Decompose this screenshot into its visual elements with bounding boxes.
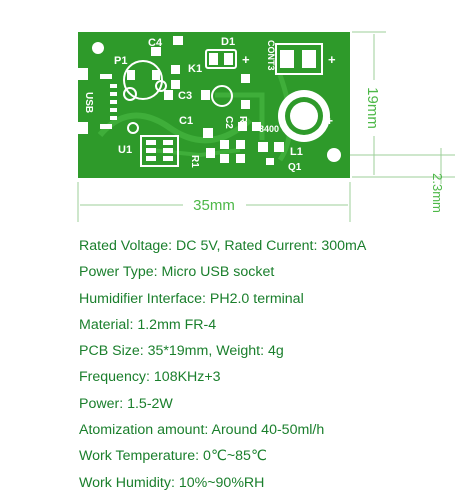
pcb-board: C4 D1 + CONT3 + P1 USB K1 bbox=[78, 32, 350, 178]
q1-label: Q1 bbox=[288, 162, 302, 173]
r1-label: R1 bbox=[189, 155, 200, 168]
c2-pad bbox=[252, 122, 261, 131]
spec-list: Rated Voltage: DC 5V, Rated Current: 300… bbox=[79, 233, 366, 496]
capacitor-pad bbox=[127, 70, 135, 80]
c3-label: C3 bbox=[178, 90, 192, 102]
usb-pin bbox=[110, 108, 117, 112]
pcb-diagram: 35mm 19mm 2.3mm C4 D1 + CONT3 + bbox=[77, 31, 455, 222]
capacitor-pad bbox=[152, 70, 160, 80]
cont3-plus: + bbox=[328, 52, 336, 67]
u1-label: U1 bbox=[118, 144, 132, 156]
spec-pcb-size: PCB Size: 35*19mm, Weight: 4g bbox=[79, 343, 284, 360]
usb-pin bbox=[110, 116, 117, 120]
u1-pin bbox=[146, 140, 156, 145]
cont3-connector bbox=[275, 43, 323, 75]
spec-power: Power: 1.5-2W bbox=[79, 395, 173, 412]
u1-chip bbox=[140, 135, 179, 167]
via bbox=[155, 80, 167, 92]
c3-pad bbox=[164, 90, 173, 100]
r1-pad bbox=[206, 148, 215, 158]
spec-material: Material: 1.2mm FR-4 bbox=[79, 316, 217, 333]
spec-frequency: Frequency: 108KHz+3 bbox=[79, 369, 221, 386]
usb-pin bbox=[100, 74, 112, 79]
via bbox=[123, 87, 137, 101]
usb-pin bbox=[110, 92, 117, 96]
c4-label: C4 bbox=[148, 37, 163, 49]
d1-label: D1 bbox=[221, 36, 235, 48]
copper-trace bbox=[215, 92, 265, 140]
c4-pad bbox=[173, 36, 183, 45]
r1-pad bbox=[220, 154, 229, 163]
c1-pad bbox=[203, 128, 213, 138]
usb-pin bbox=[110, 100, 117, 104]
c3-pad bbox=[201, 90, 210, 100]
c4-pad bbox=[151, 47, 161, 56]
q1-pad bbox=[266, 158, 274, 165]
r1-pad bbox=[220, 140, 229, 149]
spec-work-humidity: Work Humidity: 10%~90%RH bbox=[79, 474, 265, 491]
u1-pin bbox=[163, 156, 173, 161]
usb-pin bbox=[110, 84, 117, 88]
r1-pad bbox=[236, 140, 245, 149]
u1-pin bbox=[146, 156, 156, 161]
via bbox=[127, 122, 139, 134]
output-capacitor-core bbox=[290, 102, 318, 130]
l1-pad bbox=[274, 142, 284, 152]
u1-pin bbox=[163, 148, 173, 153]
copper-trace bbox=[97, 112, 253, 144]
cont3-pad bbox=[302, 50, 316, 68]
usb-pin bbox=[100, 124, 112, 129]
spec-rated-voltage: Rated Voltage: DC 5V, Rated Current: 300… bbox=[79, 238, 367, 254]
k1-button bbox=[211, 85, 233, 107]
usb-pad bbox=[78, 68, 88, 80]
height-dimension-label: 19mm bbox=[364, 87, 381, 129]
cont3-pad bbox=[280, 50, 294, 68]
k1-pad bbox=[171, 65, 180, 74]
d1-pad bbox=[224, 53, 233, 65]
usb-label: USB bbox=[83, 92, 94, 113]
k1-label: K1 bbox=[188, 63, 202, 75]
spec-work-temperature: Work Temperature: 0℃~85℃ bbox=[79, 448, 267, 465]
u1-pin bbox=[163, 140, 173, 145]
spec-power-type: Power Type: Micro USB socket bbox=[79, 264, 275, 281]
u1-pin bbox=[146, 148, 156, 153]
d1-pad bbox=[209, 53, 218, 65]
mounting-hole bbox=[327, 148, 341, 162]
capacitor-plus: + bbox=[326, 114, 333, 128]
c1-label: C1 bbox=[179, 115, 193, 127]
d1-body bbox=[205, 49, 237, 69]
width-dimension-label: 35mm bbox=[193, 197, 235, 214]
part-3400-label: 3400 bbox=[259, 124, 279, 134]
spec-atomization: Atomization amount: Around 40-50ml/h bbox=[79, 422, 325, 439]
k1-pad bbox=[241, 74, 250, 83]
mounting-hole bbox=[92, 42, 104, 54]
l1-label: L1 bbox=[290, 146, 303, 158]
l1-pad bbox=[258, 142, 268, 152]
cont3-label: CONT3 bbox=[266, 40, 276, 71]
k1-pad bbox=[241, 100, 250, 109]
c2-label: C2 bbox=[223, 116, 234, 129]
d1-plus: + bbox=[242, 52, 250, 67]
k1-pad bbox=[171, 80, 180, 89]
p1-label: P1 bbox=[114, 55, 127, 67]
r1-pad bbox=[236, 154, 245, 163]
capacitor-outline bbox=[123, 60, 163, 100]
spec-humidifier-interface: Humidifier Interface: PH2.0 terminal bbox=[79, 290, 304, 307]
usb-pad bbox=[78, 122, 88, 134]
hole-offset-label: 2.3mm bbox=[430, 173, 445, 213]
c2-pad bbox=[238, 122, 247, 131]
